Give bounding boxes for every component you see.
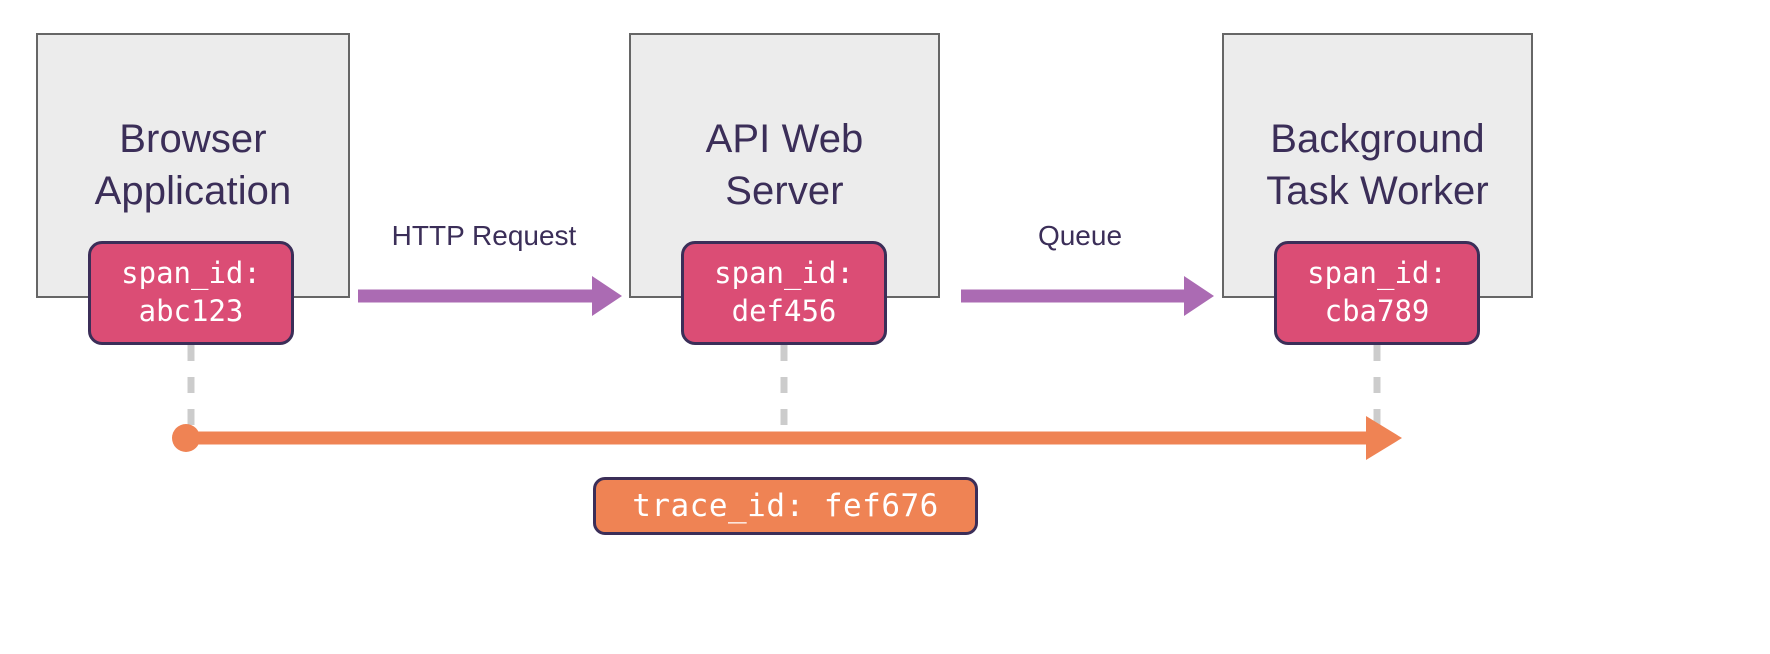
span-badge-background-task-worker[interactable]: span_id: cba789 xyxy=(1274,241,1480,345)
trace-start-dot xyxy=(172,424,200,452)
service-title-api-web-server: API Web Server xyxy=(705,117,864,213)
edge-http-request xyxy=(358,276,622,316)
trace-line-group xyxy=(172,416,1402,460)
span-badge-browser[interactable]: span_id: abc123 xyxy=(88,241,294,345)
span-badge-api-web-server[interactable]: span_id: def456 xyxy=(681,241,887,345)
service-title-background-task-worker: Background Task Worker xyxy=(1266,117,1489,213)
edge-label-http-request: HTTP Request xyxy=(391,220,577,251)
edge-queue xyxy=(961,276,1214,316)
trace-id-badge[interactable]: trace_id: fef676 xyxy=(593,477,978,535)
span-trace-connectors xyxy=(187,345,1381,438)
edge-label-queue: Queue xyxy=(1037,220,1123,251)
service-title-browser: Browser Application xyxy=(94,117,292,213)
trace-arrowhead xyxy=(1366,416,1402,460)
queue-arrowhead xyxy=(1184,276,1214,316)
service-box-background-task-worker[interactable]: Background Task Worker xyxy=(1222,33,1533,298)
http-request-arrowhead xyxy=(592,276,622,316)
